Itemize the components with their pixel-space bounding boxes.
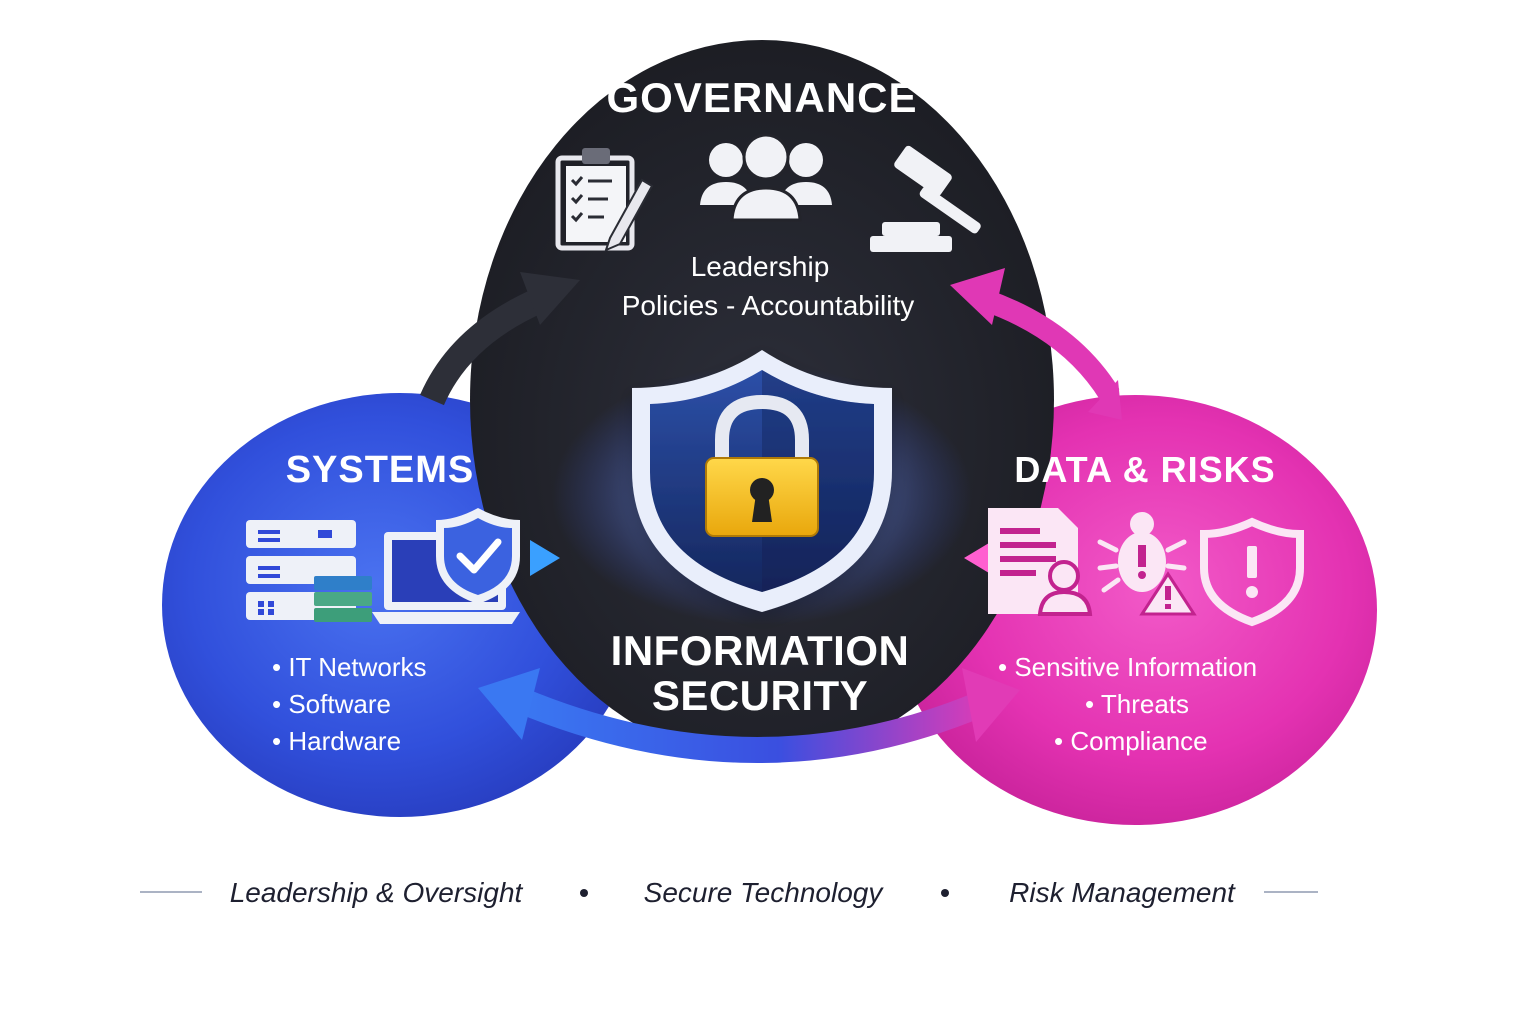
footer-dot-1 [580, 889, 588, 897]
footer-item-1: Leadership & Oversight [230, 877, 524, 908]
systems-bullet-1: • IT Networks [272, 652, 427, 682]
arrow-data-to-governance [950, 268, 1122, 420]
server-icon [246, 520, 372, 622]
arrow-into-center-left [530, 540, 560, 576]
systems-bullet-3: • Hardware [272, 726, 401, 756]
document-user-icon [988, 508, 1093, 616]
governance-line2: Policies - Accountability [622, 290, 915, 321]
team-icon [700, 133, 832, 222]
footer-item-2: Secure Technology [644, 877, 885, 908]
center-title-line2: SECURITY [652, 672, 868, 719]
padlock-icon [705, 394, 819, 537]
arrow-systems-data-bidirectional [478, 668, 1020, 763]
systems-title: SYSTEMS [286, 449, 475, 491]
bug-warning-icon [1097, 512, 1197, 616]
data-risks-bullet-1: • Sensitive Information [998, 652, 1257, 682]
arrow-systems-to-governance [420, 272, 580, 406]
footer-dot-2 [941, 889, 949, 897]
systems-bullet-2: • Software [272, 689, 391, 719]
data-risks-bullet-2: • Threats [1085, 689, 1189, 719]
data-risks-bullet-3: • Compliance [1054, 726, 1208, 756]
shield-alert-icon [1200, 517, 1304, 627]
center-title-line1: INFORMATION [611, 627, 910, 674]
shield-check-icon [436, 508, 520, 604]
clipboard-icon [555, 148, 654, 252]
arrow-into-center-right [964, 540, 994, 576]
governance-title: GOVERNANCE [606, 74, 917, 121]
footer-item-3: Risk Management [1009, 877, 1236, 908]
data-risks-title: DATA & RISKS [1014, 449, 1275, 490]
governance-line1: Leadership [691, 251, 830, 282]
gavel-icon [870, 145, 981, 252]
